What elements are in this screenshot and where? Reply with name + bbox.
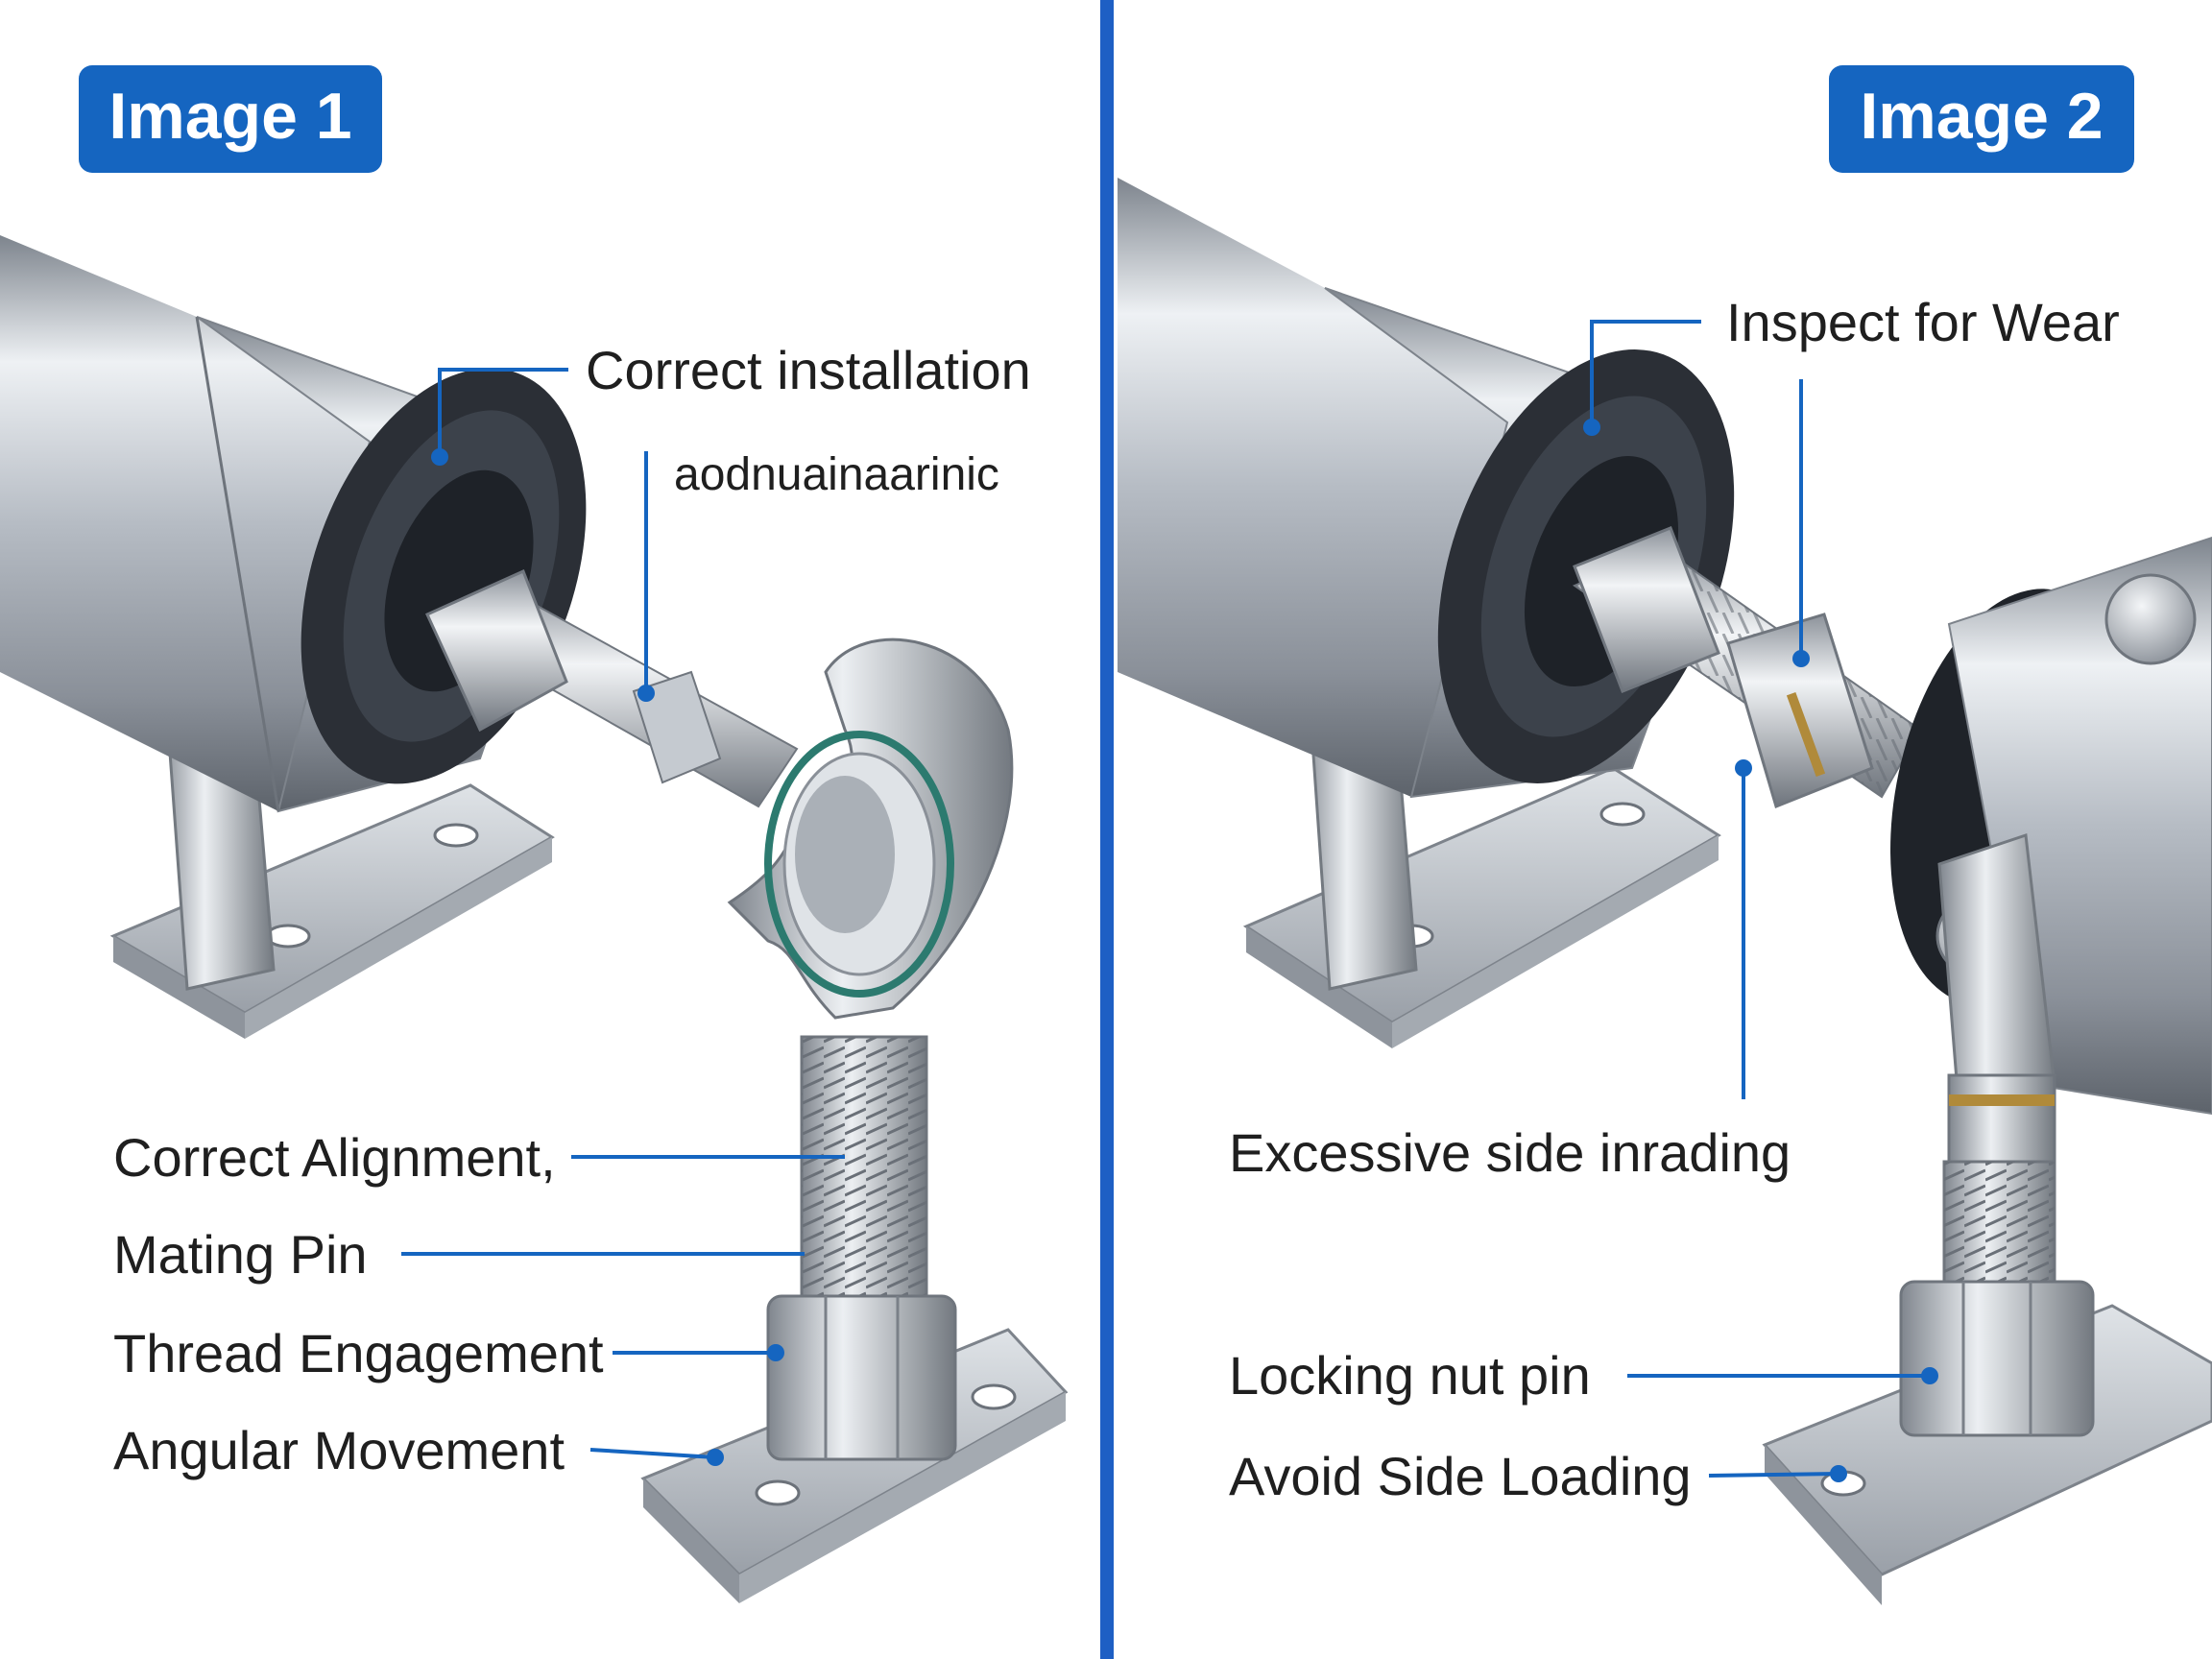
label-correct-alignment: Correct Alignment, bbox=[113, 1127, 556, 1188]
label-thread-engagement: Thread Engagement bbox=[113, 1323, 604, 1383]
threaded-shank-2 bbox=[1942, 1073, 2056, 1308]
label-excessive-side-loading: Excessive side inrading bbox=[1229, 1122, 1791, 1183]
piston-rod bbox=[425, 568, 799, 808]
callout-wear-pointer bbox=[1792, 379, 1810, 667]
clevis-bolt-icon bbox=[2104, 573, 2197, 665]
label-correct-installation: Correct installation bbox=[586, 340, 1031, 400]
callout-thread-engagement: Thread Engagement bbox=[113, 1323, 784, 1383]
label-inspect-for-wear: Inspect for Wear bbox=[1726, 292, 2120, 352]
callout-locking-nut-pin: Locking nut pin bbox=[1229, 1345, 1938, 1406]
callout-correct-installation: Correct installation bbox=[431, 340, 1031, 466]
label-mating-pin: Mating Pin bbox=[113, 1224, 368, 1285]
lock-nut-2 bbox=[1899, 1280, 2095, 1437]
lower-mount bbox=[640, 1294, 1069, 1603]
bearing-race bbox=[764, 731, 954, 998]
callout-garbled: aodnuainaarinic bbox=[637, 449, 999, 702]
panel-2: Image 2 Inspect for Wear Excessive side … bbox=[1118, 65, 2212, 1605]
label-angular-movement: Angular Movement bbox=[113, 1420, 565, 1480]
callout-excessive-side-loading: Excessive side inrading bbox=[1229, 759, 1791, 1183]
cylinder-body bbox=[0, 235, 587, 813]
label-locking-nut-pin: Locking nut pin bbox=[1229, 1345, 1591, 1406]
label-garbled: aodnuainaarinic bbox=[674, 449, 999, 500]
callout-avoid-side-loading: Avoid Side Loading bbox=[1229, 1446, 1847, 1506]
threaded-shank bbox=[800, 1035, 928, 1317]
rod-end-eye bbox=[727, 637, 1014, 1020]
panel-1: Image 1 Correct installation aodnuainaar… bbox=[0, 65, 1069, 1603]
image-2-badge: Image 2 bbox=[1829, 65, 2134, 173]
image-1-badge: Image 1 bbox=[79, 65, 382, 173]
panel-divider bbox=[1100, 0, 1114, 1659]
image-1-badge-label: Image 1 bbox=[108, 80, 351, 153]
cylinder-body-2 bbox=[1118, 178, 1735, 799]
image-2-badge-label: Image 2 bbox=[1860, 80, 2103, 153]
lower-mount-2 bbox=[1762, 1280, 2212, 1605]
mating-cylinder bbox=[1890, 536, 2212, 1116]
callout-inspect-for-wear: Inspect for Wear bbox=[1583, 292, 2120, 436]
callout-correct-alignment: Correct Alignment, bbox=[113, 1127, 845, 1188]
label-avoid-side-loading: Avoid Side Loading bbox=[1229, 1446, 1692, 1506]
callout-mating-pin: Mating Pin bbox=[113, 1224, 805, 1285]
piston-rod-2 bbox=[1572, 526, 1922, 809]
lock-nut bbox=[766, 1294, 957, 1461]
callout-angular-movement: Angular Movement bbox=[113, 1420, 724, 1480]
